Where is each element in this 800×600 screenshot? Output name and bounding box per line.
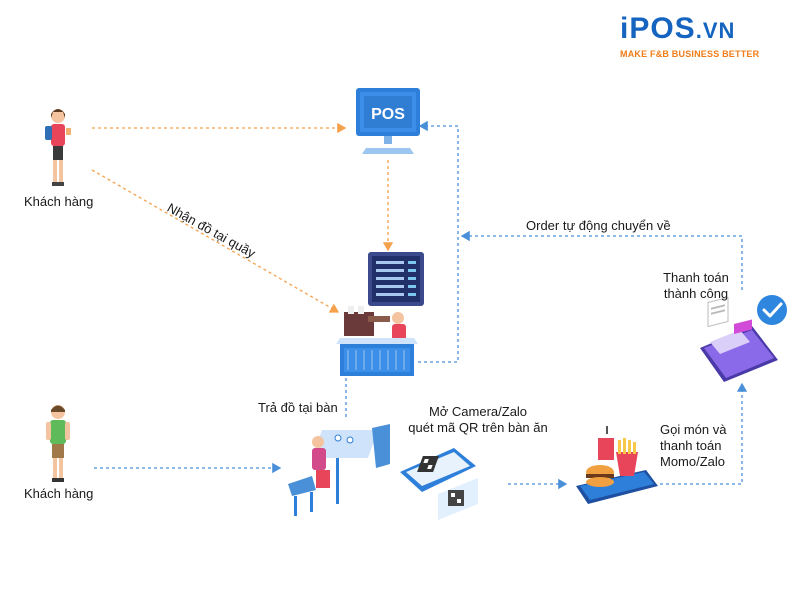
order-pay-label: Gọi món và thanh toán Momo/Zalo: [660, 422, 726, 470]
order-pay-line3: Momo/Zalo: [660, 454, 726, 469]
counter-barista-icon: [336, 306, 418, 376]
customer-bottom-label: Khách hàng: [24, 486, 94, 501]
pos-monitor-icon: POS: [356, 88, 420, 154]
payment-success-icon: [700, 295, 787, 382]
flow-counter-to-pos: [418, 120, 459, 363]
order-pay-line1: Gọi món và: [660, 422, 727, 437]
flow-order-auto-return: [460, 230, 743, 290]
brand-tagline: MAKE F&B BUSINESS BETTER: [620, 49, 760, 59]
order-auto-label: Order tự động chuyển về: [526, 218, 671, 233]
brand-wordmark: iPOS.VN: [620, 14, 780, 46]
phone-qr-icon: [400, 448, 478, 520]
pos-label: POS: [371, 106, 405, 123]
scan-qr-line1: Mở Camera/Zalo: [428, 404, 528, 419]
payment-success-line2: thành công: [663, 286, 729, 301]
customer-top-label: Khách hàng: [24, 194, 94, 209]
serve-at-table-label: Trả đồ tại bàn: [258, 400, 338, 415]
checkmark-icon: [762, 302, 783, 318]
brand-logo: iPOS.VN MAKE F&B BUSINESS BETTER: [620, 14, 780, 60]
payment-success-label: Thanh toán thành công: [650, 270, 742, 302]
flow-pickup-at-counter: [91, 169, 340, 313]
order-board-icon: [368, 252, 424, 306]
scan-qr-label: Mở Camera/Zalo quét mã QR trên bàn ăn: [398, 404, 558, 436]
order-pay-line2: thanh toán: [660, 438, 722, 453]
brand-prefix: iPOS: [620, 12, 696, 45]
food-order-app-icon: [576, 426, 658, 504]
dining-table-icon: [288, 424, 390, 516]
customer-icon: [46, 405, 70, 482]
payment-success-line1: Thanh toán: [663, 270, 729, 285]
customer-icon: [45, 109, 71, 186]
scan-qr-line2: quét mã QR trên bàn ăn: [408, 420, 548, 435]
brand-suffix: .VN: [695, 18, 736, 43]
